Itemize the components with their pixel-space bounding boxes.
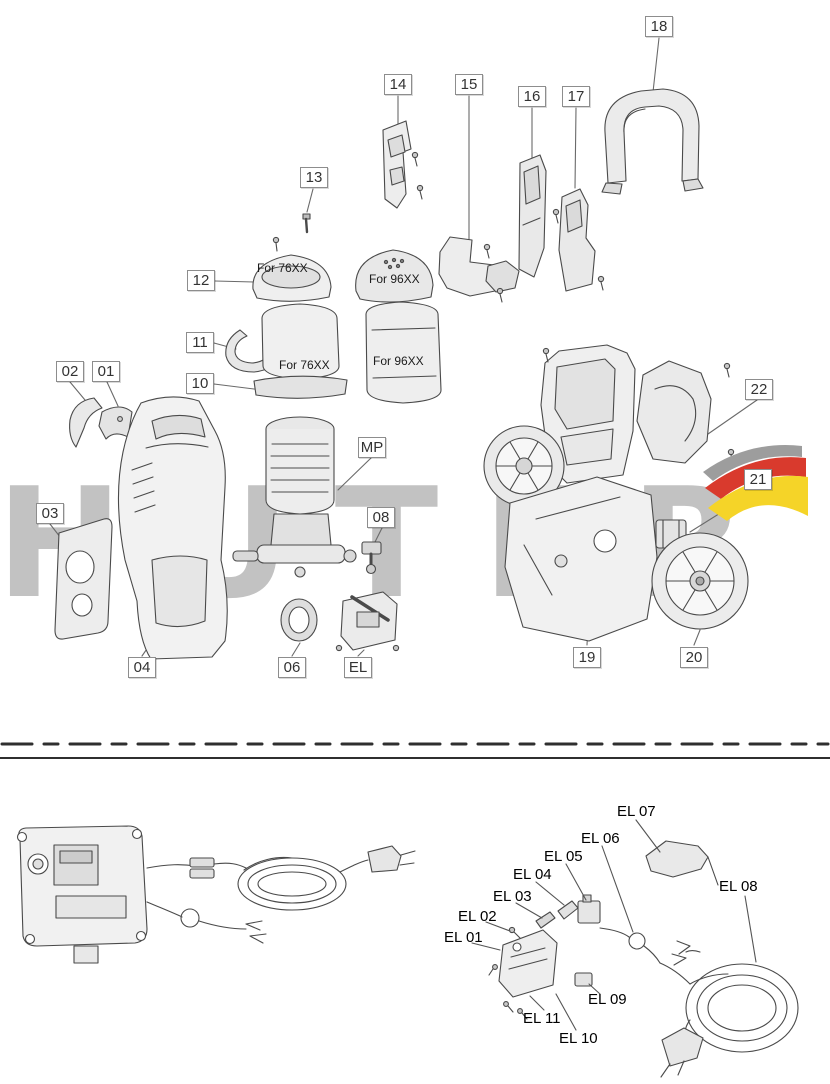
callout-22: 22 (745, 379, 773, 400)
label-el-07: EL 07 (617, 803, 656, 820)
bottom-leader-lines (471, 819, 757, 1031)
callout-15: 15 (455, 74, 483, 95)
callout-12: 12 (187, 270, 215, 291)
part-08-fitting-drawing (361, 541, 382, 575)
part-03-side-panel-drawing (54, 518, 113, 640)
callout-20: 20 (680, 647, 708, 668)
callout-19: 19 (573, 647, 601, 668)
label-el-11: EL 11 (523, 1010, 561, 1027)
part-06-ring-drawing (280, 598, 318, 642)
label-el-06: EL 06 (581, 830, 620, 847)
part-04-front-housing-drawing (117, 396, 228, 660)
top-leader-lines (49, 37, 758, 657)
callout-el: EL (344, 657, 372, 678)
callout-16: 16 (518, 86, 546, 107)
callout-13: 13 (300, 167, 328, 188)
part-mp-motor-pump-drawing (232, 416, 357, 578)
callout-10: 10 (186, 373, 214, 394)
part-15-bracket-drawing (438, 236, 520, 303)
callout-06: 06 (278, 657, 306, 678)
part-12-top-covers-drawing (252, 249, 434, 303)
callout-mp: MP (358, 437, 386, 458)
callout-18: 18 (645, 16, 673, 37)
variant-label-for-76xx-body: For 76XX (279, 358, 330, 372)
part-17-panel-drawing (558, 188, 605, 292)
part-01-cover-drawing (98, 406, 133, 440)
variant-label-for-96xx-cover: For 96XX (369, 272, 420, 286)
logo-swoosh-yellow (708, 475, 808, 521)
label-el-04: EL 04 (513, 866, 552, 883)
bottom-pump-assembly-drawing (16, 825, 416, 964)
part-19-rear-assembly-drawing (483, 344, 658, 642)
logo-swoosh-gray (703, 445, 802, 481)
section-divider (0, 742, 830, 759)
callout-04: 04 (128, 657, 156, 678)
part-el-switch-drawing (335, 591, 400, 652)
callout-08: 08 (367, 507, 395, 528)
label-el-02: EL 02 (458, 908, 497, 925)
callout-02: 02 (56, 361, 84, 382)
bottom-electrical-parts-drawing (488, 840, 799, 1078)
variant-label-for-96xx-body: For 96XX (373, 354, 424, 368)
label-el-05: EL 05 (544, 848, 583, 865)
part-02-cover-drawing (69, 397, 103, 448)
part-13-screw-drawing (272, 213, 311, 252)
variant-label-for-76xx-cover: For 76XX (257, 261, 308, 275)
callout-17: 17 (562, 86, 590, 107)
part-14-latch-plate-drawing (382, 120, 424, 209)
label-el-01: EL 01 (444, 929, 483, 946)
callout-21: 21 (744, 469, 772, 490)
label-el-10: EL 10 (559, 1030, 598, 1047)
callout-11: 11 (186, 332, 214, 353)
callout-03: 03 (36, 503, 64, 524)
label-el-09: EL 09 (588, 991, 627, 1008)
part-18-handle-drawing (601, 88, 704, 195)
callout-14: 14 (384, 74, 412, 95)
label-el-03: EL 03 (493, 888, 532, 905)
label-el-08: EL 08 (719, 878, 758, 895)
callout-01: 01 (92, 361, 120, 382)
part-16-panel-drawing (518, 154, 560, 278)
part-22-side-cover-drawing (636, 360, 735, 464)
part-20-wheel-drawing (651, 532, 749, 630)
part-10-motor-covers-drawing (253, 301, 442, 404)
